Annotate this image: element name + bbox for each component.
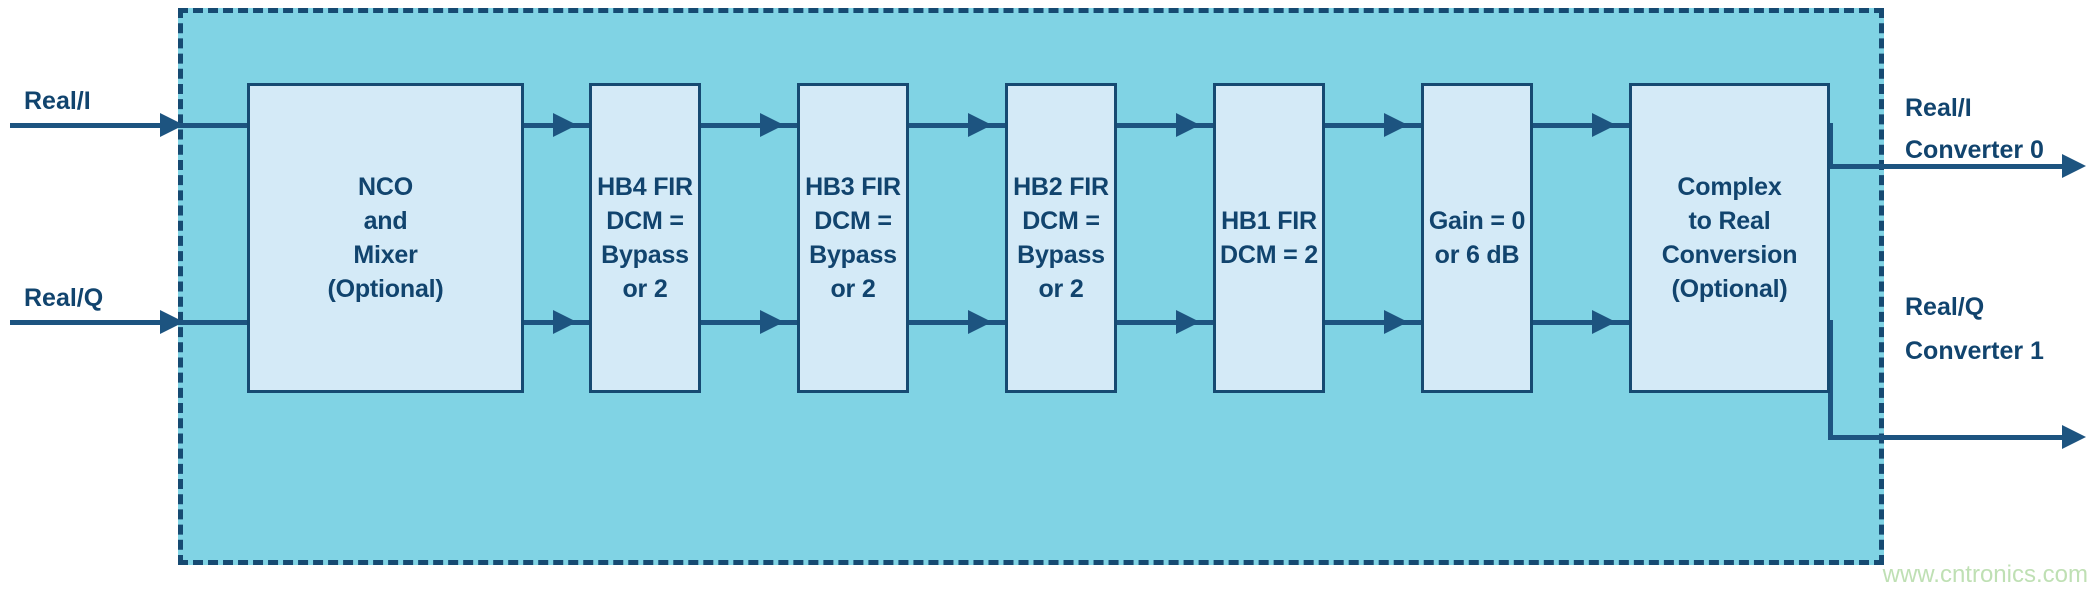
arrow-hb3-to-hb2-q — [968, 310, 992, 334]
wire-hb2-to-hb1-q — [1117, 320, 1217, 325]
block-nco-mixer-label: NCO and Mixer (Optional) — [327, 173, 444, 303]
block-nco-mixer[interactable]: NCO and Mixer (Optional) — [247, 83, 524, 393]
wire-hb1-to-gain-q — [1325, 320, 1425, 325]
input-label-q: Real/Q — [24, 284, 104, 312]
output-wire-q — [1828, 435, 2068, 440]
wire-gain-to-complex-q — [1533, 320, 1633, 325]
block-complex-to-real[interactable]: Complex to Real Conversion (Optional) — [1629, 83, 1830, 393]
input-label-i: Real/I — [24, 87, 91, 115]
block-hb4-fir[interactable]: HB4 FIR DCM = Bypass or 2 — [589, 83, 701, 393]
block-hb4-fir-label: HB4 FIR DCM = Bypass or 2 — [597, 173, 693, 303]
wire-hb1-to-gain-i — [1325, 123, 1425, 128]
block-hb3-fir-label: HB3 FIR DCM = Bypass or 2 — [805, 173, 901, 303]
wire-hb2-to-hb1-i — [1117, 123, 1217, 128]
arrow-nco-to-hb4-i — [553, 113, 577, 137]
output-arrow-i — [2062, 154, 2086, 178]
wire-gain-to-complex-i — [1533, 123, 1633, 128]
block-gain-label: Gain = 0 or 6 dB — [1428, 207, 1526, 269]
arrow-nco-to-hb4-q — [553, 310, 577, 334]
arrow-hb2-to-hb1-i — [1176, 113, 1200, 137]
block-hb2-fir[interactable]: HB2 FIR DCM = Bypass or 2 — [1005, 83, 1117, 393]
arrow-hb1-to-gain-q — [1384, 310, 1408, 334]
input-arrow-q — [160, 310, 184, 334]
block-hb2-fir-label: HB2 FIR DCM = Bypass or 2 — [1013, 173, 1109, 303]
output-arrow-q — [2062, 425, 2086, 449]
arrow-gain-to-complex-q — [1592, 310, 1616, 334]
output-sublabel-converter-1: Converter 1 — [1905, 337, 2044, 365]
arrow-gain-to-complex-i — [1592, 113, 1616, 137]
input-arrow-i — [160, 113, 184, 137]
output-sublabel-converter-0: Converter 0 — [1905, 136, 2044, 164]
block-complex-to-real-label: Complex to Real Conversion (Optional) — [1661, 173, 1798, 303]
wire-hb4-to-hb3-i — [701, 123, 801, 128]
output-label-q: Real/Q — [1905, 293, 1985, 321]
arrow-hb4-to-hb3-i — [760, 113, 784, 137]
block-hb1-fir-label: HB1 FIR DCM = 2 — [1220, 207, 1318, 269]
output-label-i: Real/I — [1905, 94, 1972, 122]
block-gain[interactable]: Gain = 0 or 6 dB — [1421, 83, 1533, 393]
arrow-hb2-to-hb1-q — [1176, 310, 1200, 334]
output-wire-i — [1828, 164, 2068, 169]
wire-hb3-to-hb2-q — [909, 320, 1009, 325]
block-hb3-fir[interactable]: HB3 FIR DCM = Bypass or 2 — [797, 83, 909, 393]
wire-hb4-to-hb3-q — [701, 320, 801, 325]
output-stub-q — [1828, 320, 1833, 440]
wire-hb3-to-hb2-i — [909, 123, 1009, 128]
arrow-hb3-to-hb2-i — [968, 113, 992, 137]
arrow-hb1-to-gain-i — [1384, 113, 1408, 137]
arrow-hb4-to-hb3-q — [760, 310, 784, 334]
watermark: www.cntronics.com — [1882, 561, 2088, 588]
output-stub-i — [1828, 123, 1833, 169]
block-hb1-fir[interactable]: HB1 FIR DCM = 2 — [1213, 83, 1325, 393]
